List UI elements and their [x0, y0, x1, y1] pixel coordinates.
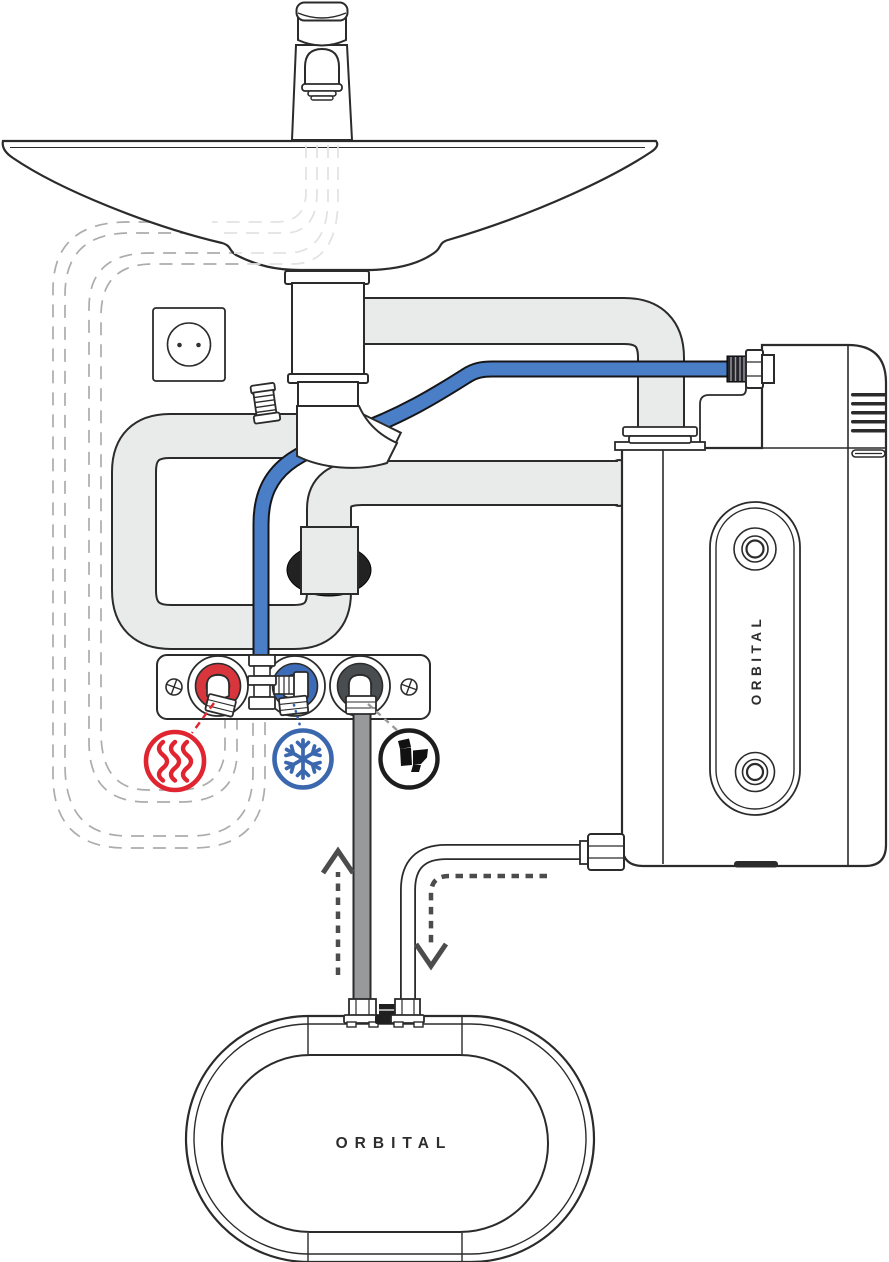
floor-unit-fittings — [343, 998, 425, 1028]
valve-manifold — [156, 654, 431, 1006]
front-panel: ORBITAL — [709, 501, 801, 816]
snowflake-icon — [284, 738, 322, 780]
toilet-valve-nut — [345, 695, 377, 715]
floor-unit-brand-label: ORBITAL — [336, 1135, 453, 1152]
hot-valve-nut — [204, 693, 237, 718]
faucet-handle — [304, 47, 340, 87]
sink-basin — [1, 139, 659, 272]
power-outlet — [152, 307, 226, 382]
toilet-connection-icon — [378, 728, 440, 790]
heat-waves-icon — [156, 739, 194, 783]
flow-down-arrow — [413, 873, 547, 971]
wall-unit-brand-label: ORBITAL — [749, 615, 764, 706]
hot-water-icon — [143, 729, 207, 793]
rubber-coupling — [286, 526, 372, 597]
faucet-supply-lines — [212, 145, 339, 265]
cold-valve-nut — [278, 694, 310, 717]
faucet — [290, 1, 354, 141]
legend-leaders — [191, 702, 399, 734]
bottom-slot — [734, 861, 778, 868]
manifold-screw-left — [165, 678, 183, 696]
faucet-aerator — [307, 90, 337, 97]
drain-junction — [296, 405, 399, 469]
floor-unit: ORBITAL — [184, 1014, 596, 1262]
toilet-icon — [398, 738, 428, 772]
manifold-screw-right — [400, 678, 418, 696]
vent-grille — [851, 393, 886, 458]
panel-screw-top — [733, 527, 777, 571]
return-pipe — [400, 833, 625, 1004]
drain-inlet-flange — [614, 426, 706, 451]
tee-fitting — [247, 654, 309, 710]
hose-blue — [254, 362, 728, 658]
mounting-bracket — [699, 371, 747, 447]
appliance-port — [249, 382, 282, 425]
panel-screw-bottom — [734, 751, 776, 793]
cold-water-icon — [272, 728, 334, 790]
flow-up-arrow — [320, 846, 356, 975]
hose-fitting — [726, 349, 775, 389]
cold-water-hose — [252, 360, 728, 658]
return-fitting — [390, 998, 425, 1028]
wall-unit: ORBITAL — [614, 343, 888, 868]
return-pipe-nut — [579, 833, 625, 871]
